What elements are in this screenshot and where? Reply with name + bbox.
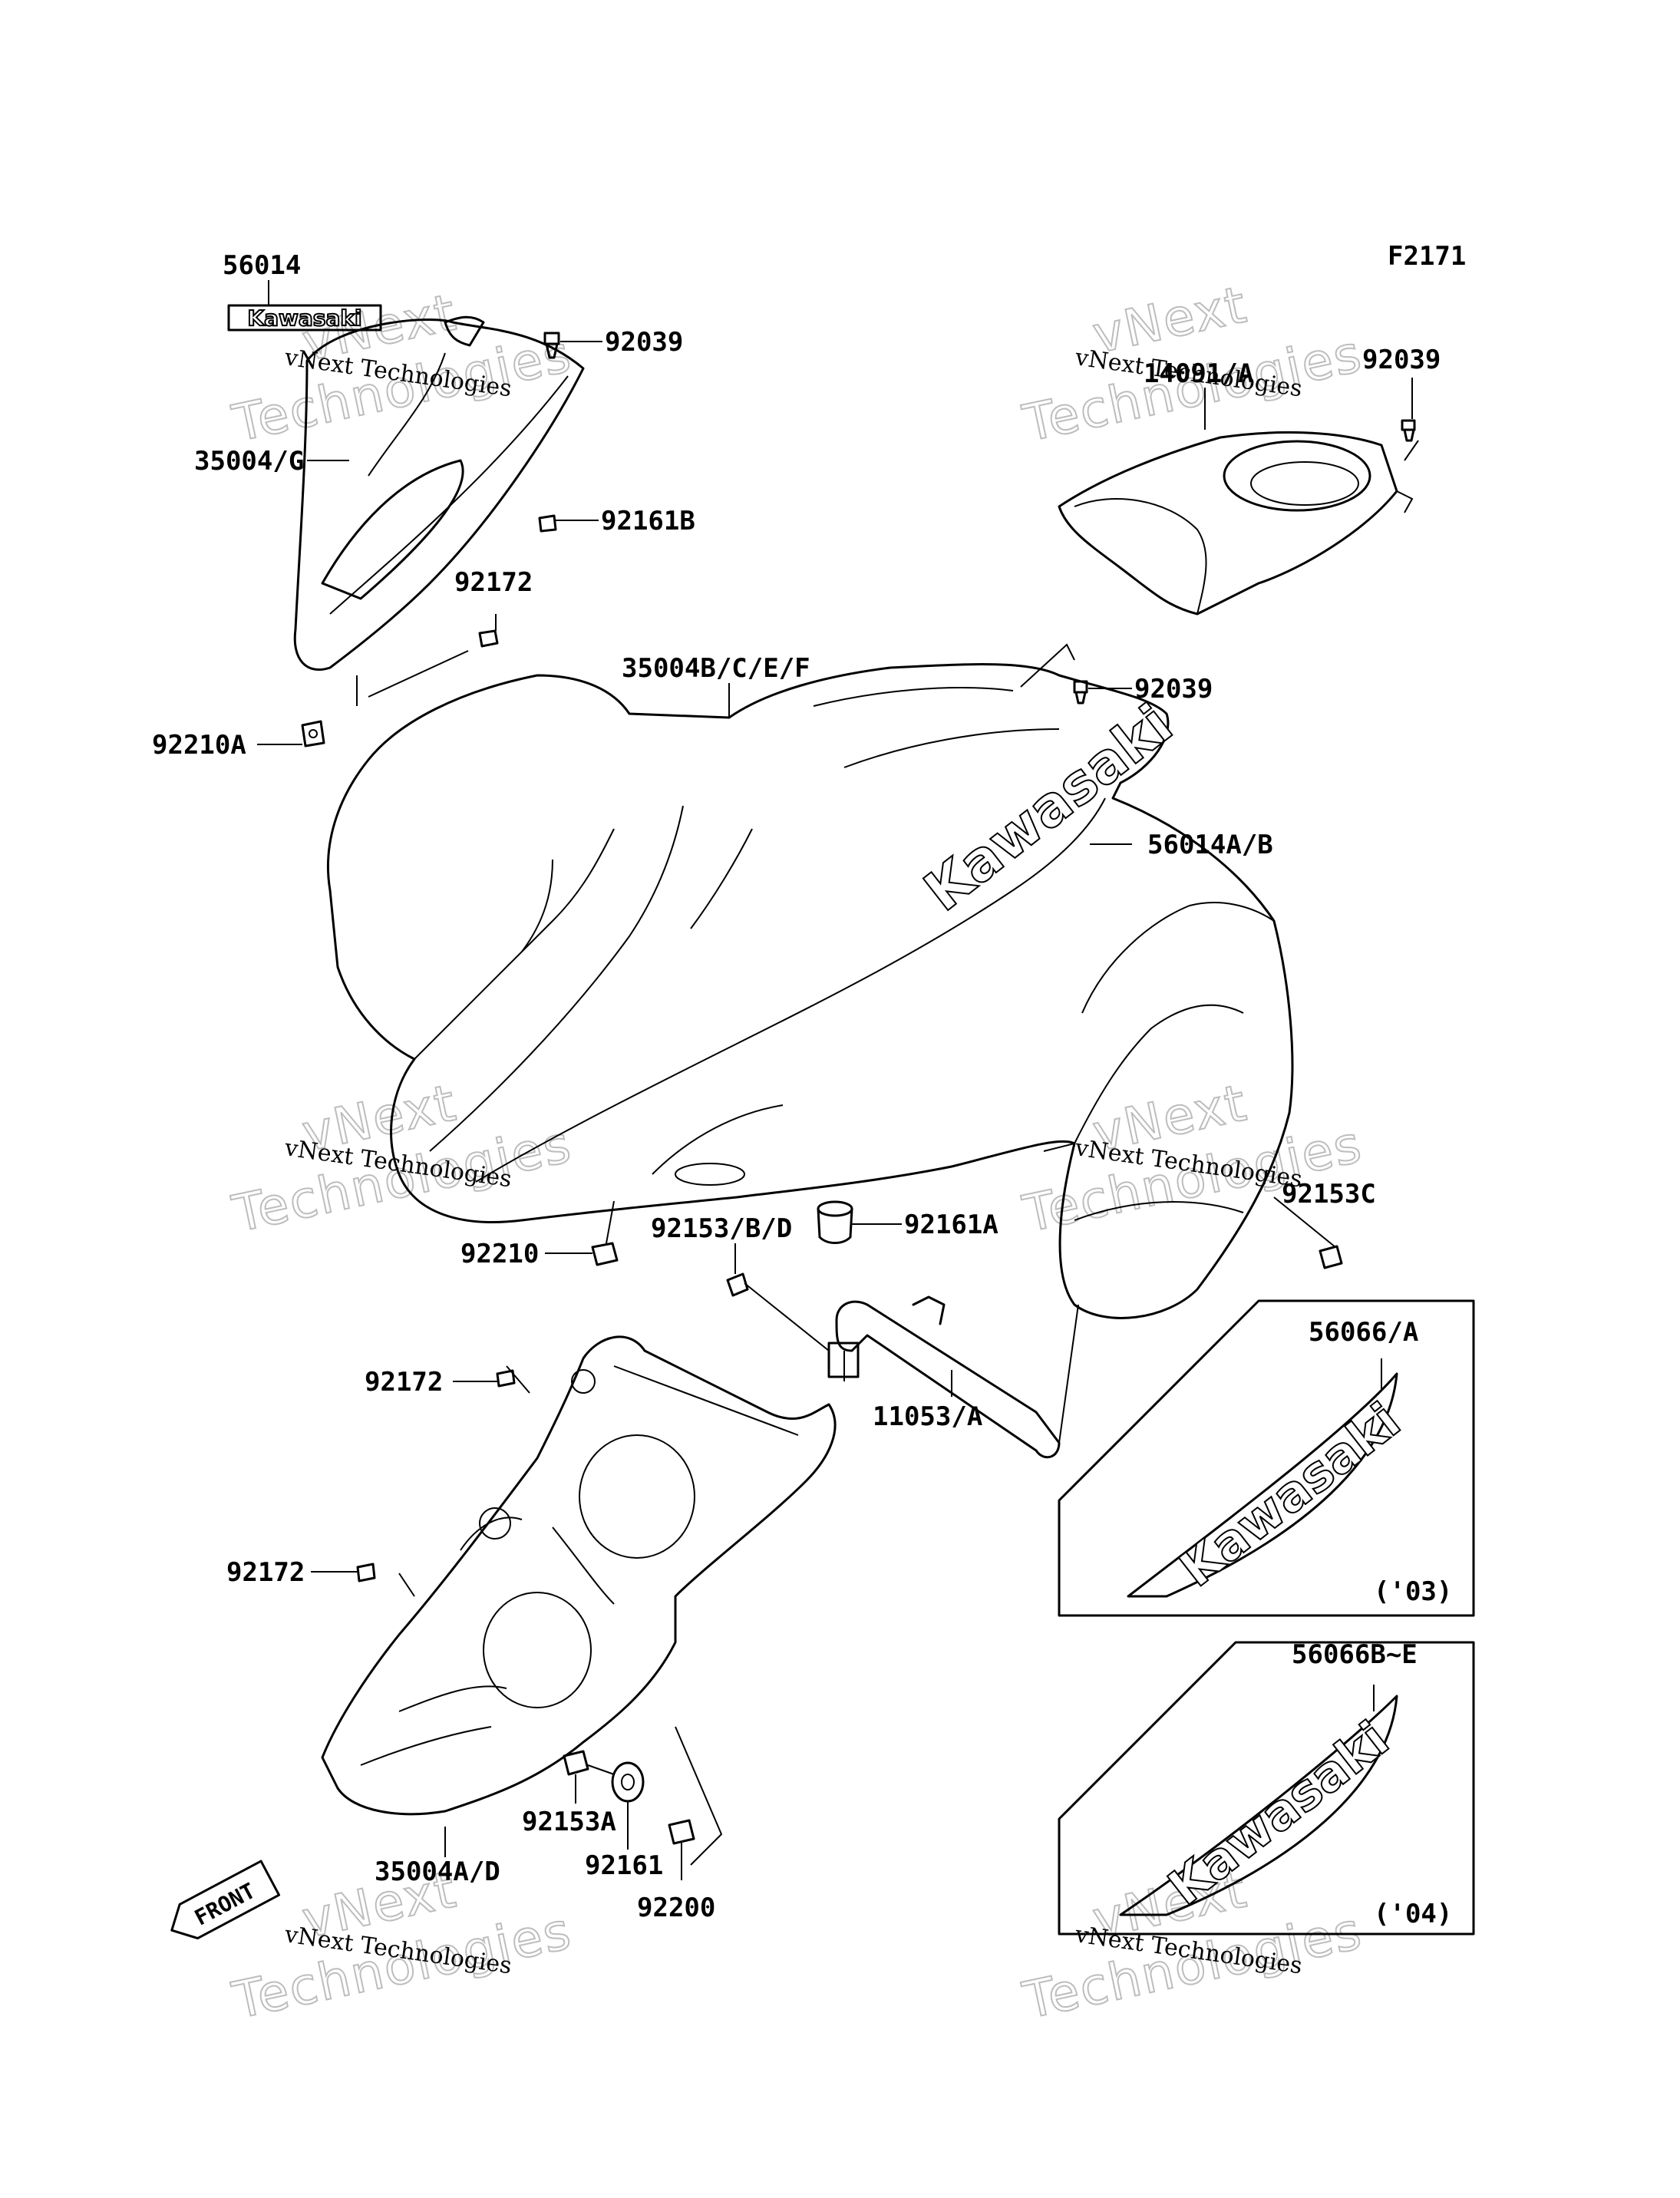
label-92153bd: 92153/B/D [651,1213,792,1244]
washer-92200 [668,1726,723,1880]
label-03: ('03) [1374,1576,1452,1607]
screw-92153bd [726,1243,830,1351]
label-92161a: 92161A [904,1210,998,1240]
screw-92172-top [478,614,499,648]
label-35004g: 35004/G [194,446,304,477]
label-35004ad: 35004A/D [375,1856,500,1887]
cap-92161a [817,1200,902,1244]
part-labels: 56014 92039 35004/G 92161B 92172 92210A … [152,250,1452,1929]
label-92039-mid: 92039 [1134,674,1213,705]
watermark-top-left: Technologies vNext vNext Technologies [226,282,577,454]
screw-92172-low [311,1563,376,1582]
label-56066be: 56066B~E [1292,1639,1418,1670]
figure-code: F2171 [1388,241,1466,272]
label-14091a: 14091/A [1144,358,1253,389]
label-56014ab: 56014A/B [1147,830,1273,860]
label-92210: 92210 [460,1239,539,1269]
label-92161b: 92161B [601,506,695,536]
label-92039-top: 92039 [605,327,683,358]
decal-inset-03: Kawasaki [1058,1299,1475,1617]
front-direction-badge: FRONT [170,1860,281,1940]
label-11053a: 11053/A [873,1401,982,1432]
label-92172-top: 92172 [454,567,533,598]
label-92200: 92200 [637,1893,715,1923]
label-92210a: 92210A [152,730,246,761]
nut-92210a [257,720,325,748]
collar-92161 [611,1761,645,1850]
kawasaki-emblem-56014 [227,304,382,332]
label-92172-mid: 92172 [365,1367,443,1398]
decal-04-logo-text: Kawasaki [1158,1711,1399,1916]
tank-cover-part [1058,388,1419,616]
decal-03-logo-text: Kawasaki [1170,1392,1411,1598]
screw-92153c [1273,1196,1343,1269]
rear-fender-part [321,1335,837,1857]
front-cover-part: Kawasaki [227,304,585,706]
label-56066a: 56066/A [1309,1317,1418,1348]
label-92161: 92161 [585,1850,663,1881]
screw-92172-mid [453,1369,516,1388]
label-92153a: 92153A [522,1807,616,1837]
clip-92039-mid [1073,680,1132,705]
nut-92210 [545,1200,619,1266]
fender-logo-text: Kawasaki [913,691,1184,923]
label-92039-right: 92039 [1362,345,1441,375]
clip-92161b [538,514,599,533]
screw-92153a [563,1750,615,1804]
label-92172-low: 92172 [226,1557,305,1588]
clip-92039-right [1401,378,1416,442]
label-92153c: 92153C [1282,1179,1376,1210]
label-04: ('04) [1374,1899,1452,1929]
clip-92039-top [543,332,602,359]
watermark-mid-left: Technologies vNext vNext Technologies [226,1072,577,1245]
label-35004bcef: 35004B/C/E/F [622,653,810,684]
label-56014: 56014 [223,250,301,281]
bracket-11053a [827,1295,1079,1459]
emblem-logo-text: Kawasaki [247,305,361,331]
